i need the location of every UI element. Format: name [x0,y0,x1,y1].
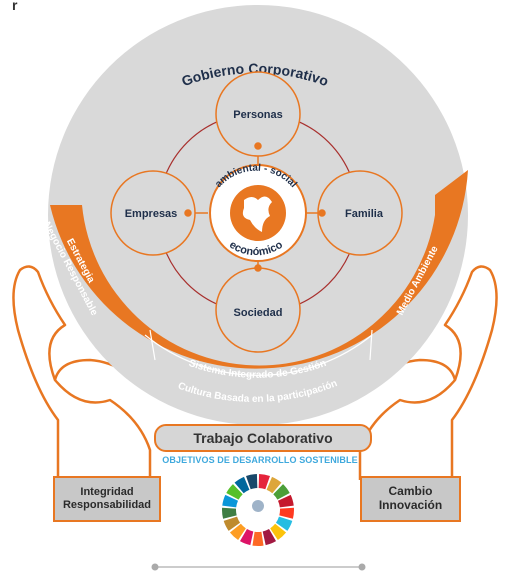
node-sociedad: Sociedad [215,267,301,353]
trabajo-colaborativo-pill: Trabajo Colaborativo [154,424,372,452]
ods-segment [246,474,258,490]
ods-segment [222,494,239,508]
ods-segment [270,523,287,541]
node-sociedad-label: Sociedad [234,307,283,319]
ods-segment [258,474,270,490]
node-familia-label: Familia [345,208,384,220]
band-divider [144,334,373,376]
ods-segment [266,476,282,494]
ods-segment [222,507,237,519]
ods-segment [252,531,264,546]
integridad-box: Integridad Responsabilidad [53,476,161,522]
connectors [184,142,326,272]
ods-segment [223,516,241,531]
innovacion-label: Innovación [378,498,443,512]
node-empresas-label: Empresas [125,208,178,220]
ods-segment [229,523,246,541]
ods-segment [239,529,254,546]
center-bottom-arc: económico [227,239,285,259]
node-personas-label: Personas [233,109,283,121]
integridad-label: Integridad [80,486,134,499]
ods-segment [226,484,243,500]
ods-globe-icon [252,500,264,512]
ods-wheel-icon [222,474,294,546]
node-empresas: Empresas [110,170,196,256]
ods-segment [234,476,250,494]
trabajo-colaborativo-label: Trabajo Colaborativo [193,430,333,446]
ods-segment [279,507,294,519]
ods-title: OBJETIVOS DE DESARROLLO SOSTENIBLE [162,455,358,465]
responsabilidad-label: Responsabilidad [62,499,152,511]
band-divider-right [369,329,373,361]
ods-segment [277,494,294,508]
node-familia: Familia [317,170,403,256]
cambio-label: Cambio [388,484,433,499]
bottom-slider [151,563,366,571]
hands-earth-icon [230,185,286,241]
band-divider-left [149,329,156,361]
cambio-box: Cambio Innovación [360,476,461,522]
header-partial-title: r [12,0,18,13]
ods-segment [275,516,293,531]
ods-segment [262,529,277,546]
ods-segment [273,484,290,500]
